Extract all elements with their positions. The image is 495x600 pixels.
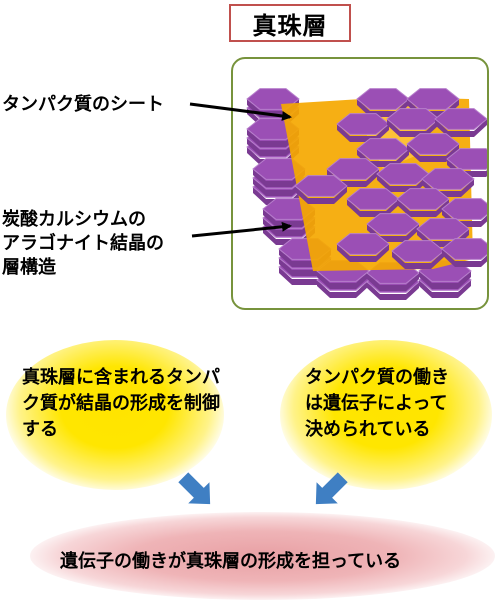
crystal-hexagon [386,108,440,130]
conclusion-text: 遺伝子の働きが真珠層の形成を担っている [60,551,402,572]
crystal-hexagon [406,133,460,155]
crystal-side [337,124,389,142]
crystal-hexagon [336,113,390,135]
crystal-hexagon [441,238,487,260]
crystal-hexagon [356,138,410,160]
crystal-side [337,244,389,262]
crystal-side [435,119,487,137]
crystal-side [419,271,471,289]
crystal-side [392,251,444,269]
crystal-side [397,199,449,217]
aragonite-label: 炭酸カルシウムの アラゴナイト結晶の 層構造 [2,208,164,280]
aragonite-label-line-3: 層構造 [2,257,56,278]
title: 真珠層 [252,11,328,40]
crystal-hexagon [376,163,430,185]
right-highlight-blob [280,340,492,490]
protein-control-text: 真珠層に含まれるタンパ ク質が結晶の形成を制御 する [22,365,252,443]
conclusion-highlight-blob [30,512,495,600]
gene-determination-line-1: タンパク質の働き [305,367,449,388]
protein-sheet-label: タンパク質のシート [2,94,164,115]
crystal-side [247,129,299,147]
gene-determination-line-3: 決められている [305,419,431,440]
crystal-hexagon [406,88,460,110]
crystal-side [407,144,459,162]
crystal-side [263,209,315,227]
protein-control-line-3: する [22,419,58,440]
crystal-hexagon [421,168,475,190]
crystal-side [317,280,369,298]
crystal-side [419,280,471,298]
protein-control-line-1: 真珠層に含まれるタンパ [22,367,220,388]
crystal-hexagon [356,88,410,110]
crystal-hexagon [346,188,400,210]
crystal-hexagon [396,188,450,210]
crystal-hexagon [391,240,445,262]
crystal-hexagon [441,198,487,220]
crystal-hexagon [434,108,487,130]
crystal-side [367,282,419,300]
gene-determination-line-2: は遺伝子によって [305,393,448,414]
gene-determination-text: タンパク質の働き は遺伝子によって 決められている [305,365,485,443]
crystal-side [253,178,305,196]
crystal-side [367,273,419,291]
aragonite-label-line-2: アラゴナイト結晶の [2,233,164,254]
nacre-diagram-frame [231,57,489,310]
crystal-side [377,174,429,192]
crystal-hexagon [294,175,348,197]
nacre-illustration [246,88,487,300]
crystal-side [442,249,487,267]
title-box: 真珠層 [229,4,351,42]
crystal-side [347,199,399,217]
aragonite-label-line-1: 炭酸カルシウムの [2,209,146,230]
crystal-hexagon [336,233,390,255]
crystal-hexagon [326,158,380,180]
crystal-side [317,271,369,289]
crystal-side [387,119,439,137]
crystal-side [295,186,347,204]
protein-control-line-2: ク質が結晶の形成を制御 [22,393,220,414]
crystal-side [247,138,299,156]
crystal-hexagon [366,213,420,235]
crystal-hexagon [446,148,487,170]
crystal-side [253,169,305,187]
left-highlight-blob [6,340,224,490]
